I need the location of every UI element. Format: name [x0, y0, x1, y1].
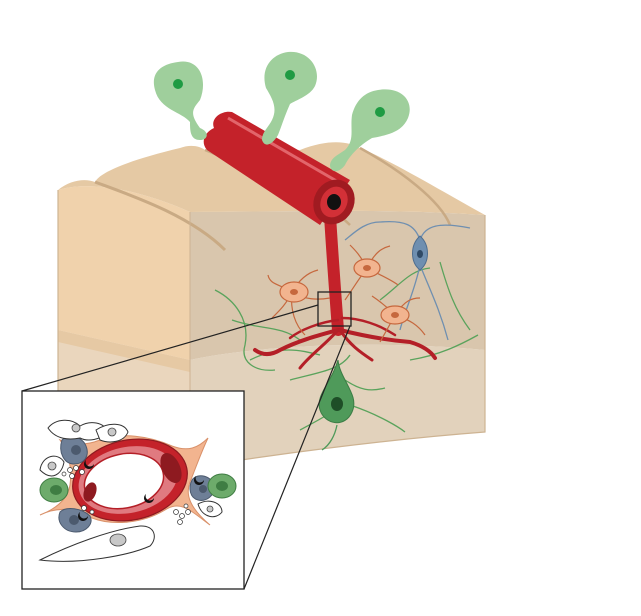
gyrus-groove-1 [94, 180, 227, 252]
pericyte-icon [60, 436, 88, 465]
astrocyte-icon [267, 269, 331, 336]
astrocytes [267, 244, 426, 343]
junction-markers [77, 460, 204, 521]
glial-processes [214, 261, 479, 433]
support-cell-nuclei [47, 423, 214, 547]
blood-vessel-icon [203, 111, 355, 225]
astrocyte-icon [344, 244, 399, 301]
tissue-front-face [58, 186, 190, 360]
zoom-region-box [317, 291, 352, 327]
meningeal-cell-icon [330, 89, 410, 172]
meningeal-cell-icon [153, 61, 207, 140]
neuron-icon [412, 235, 428, 271]
glia-icon [39, 477, 69, 503]
glia-icon [207, 473, 237, 499]
endothelial-nucleus [83, 482, 97, 502]
gyrus-groove-3 [359, 146, 452, 226]
endothelial-nucleus [160, 453, 182, 483]
tissue-front-shading [58, 330, 190, 372]
meningeal-cell-icon [262, 51, 317, 145]
callout-line-bottom [243, 325, 351, 590]
vesicles [61, 465, 191, 525]
capillary-cross-section-inset [21, 390, 245, 590]
callout-line-top [21, 304, 319, 392]
pericyte-icon [58, 508, 92, 533]
vessel-branches [253, 209, 437, 370]
meningeal-cells [153, 51, 410, 172]
astrocyte-icon [371, 295, 426, 343]
